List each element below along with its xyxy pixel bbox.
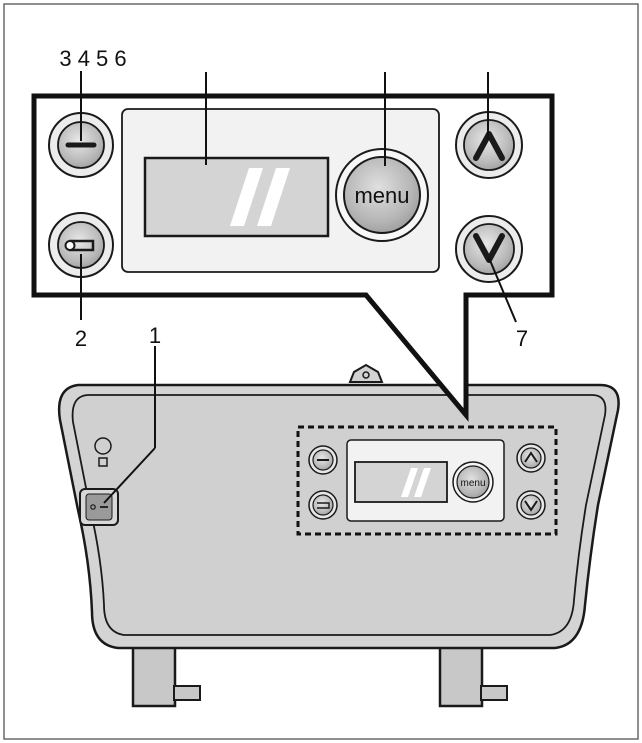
menu-button[interactable]: menu xyxy=(335,148,429,242)
control-area-outline xyxy=(296,425,558,536)
small-display xyxy=(354,461,448,503)
leader-lines xyxy=(80,71,517,504)
small-down-button[interactable] xyxy=(516,490,546,520)
callout-label-2: 2 xyxy=(75,326,87,351)
down-chevron-icon xyxy=(524,500,538,512)
small-back-button[interactable] xyxy=(308,490,338,520)
menu-button-label: menu xyxy=(354,183,409,208)
small-minus-button[interactable] xyxy=(308,445,338,475)
left-foot xyxy=(131,642,201,708)
up-chevron-icon xyxy=(524,451,538,463)
callout-label-1: 1 xyxy=(149,323,161,348)
lamp-icon xyxy=(94,437,112,467)
top-knob xyxy=(348,363,384,383)
callout-label-3456: 3 4 5 6 xyxy=(59,46,126,71)
leader-1-diagonal xyxy=(103,447,156,504)
callout-label-7: 7 xyxy=(516,326,528,351)
back-icon xyxy=(317,502,330,509)
back-icon xyxy=(64,239,95,252)
small-menu-label: menu xyxy=(460,478,485,489)
power-switch-icon xyxy=(90,504,108,510)
minus-button[interactable] xyxy=(48,112,114,178)
large-display xyxy=(143,156,330,238)
leader-7 xyxy=(488,257,517,323)
boiler-housing: menu xyxy=(57,363,620,708)
down-button[interactable] xyxy=(455,215,523,283)
right-foot xyxy=(438,642,508,708)
small-menu-button[interactable]: menu xyxy=(452,461,494,503)
small-up-button[interactable] xyxy=(516,443,546,473)
